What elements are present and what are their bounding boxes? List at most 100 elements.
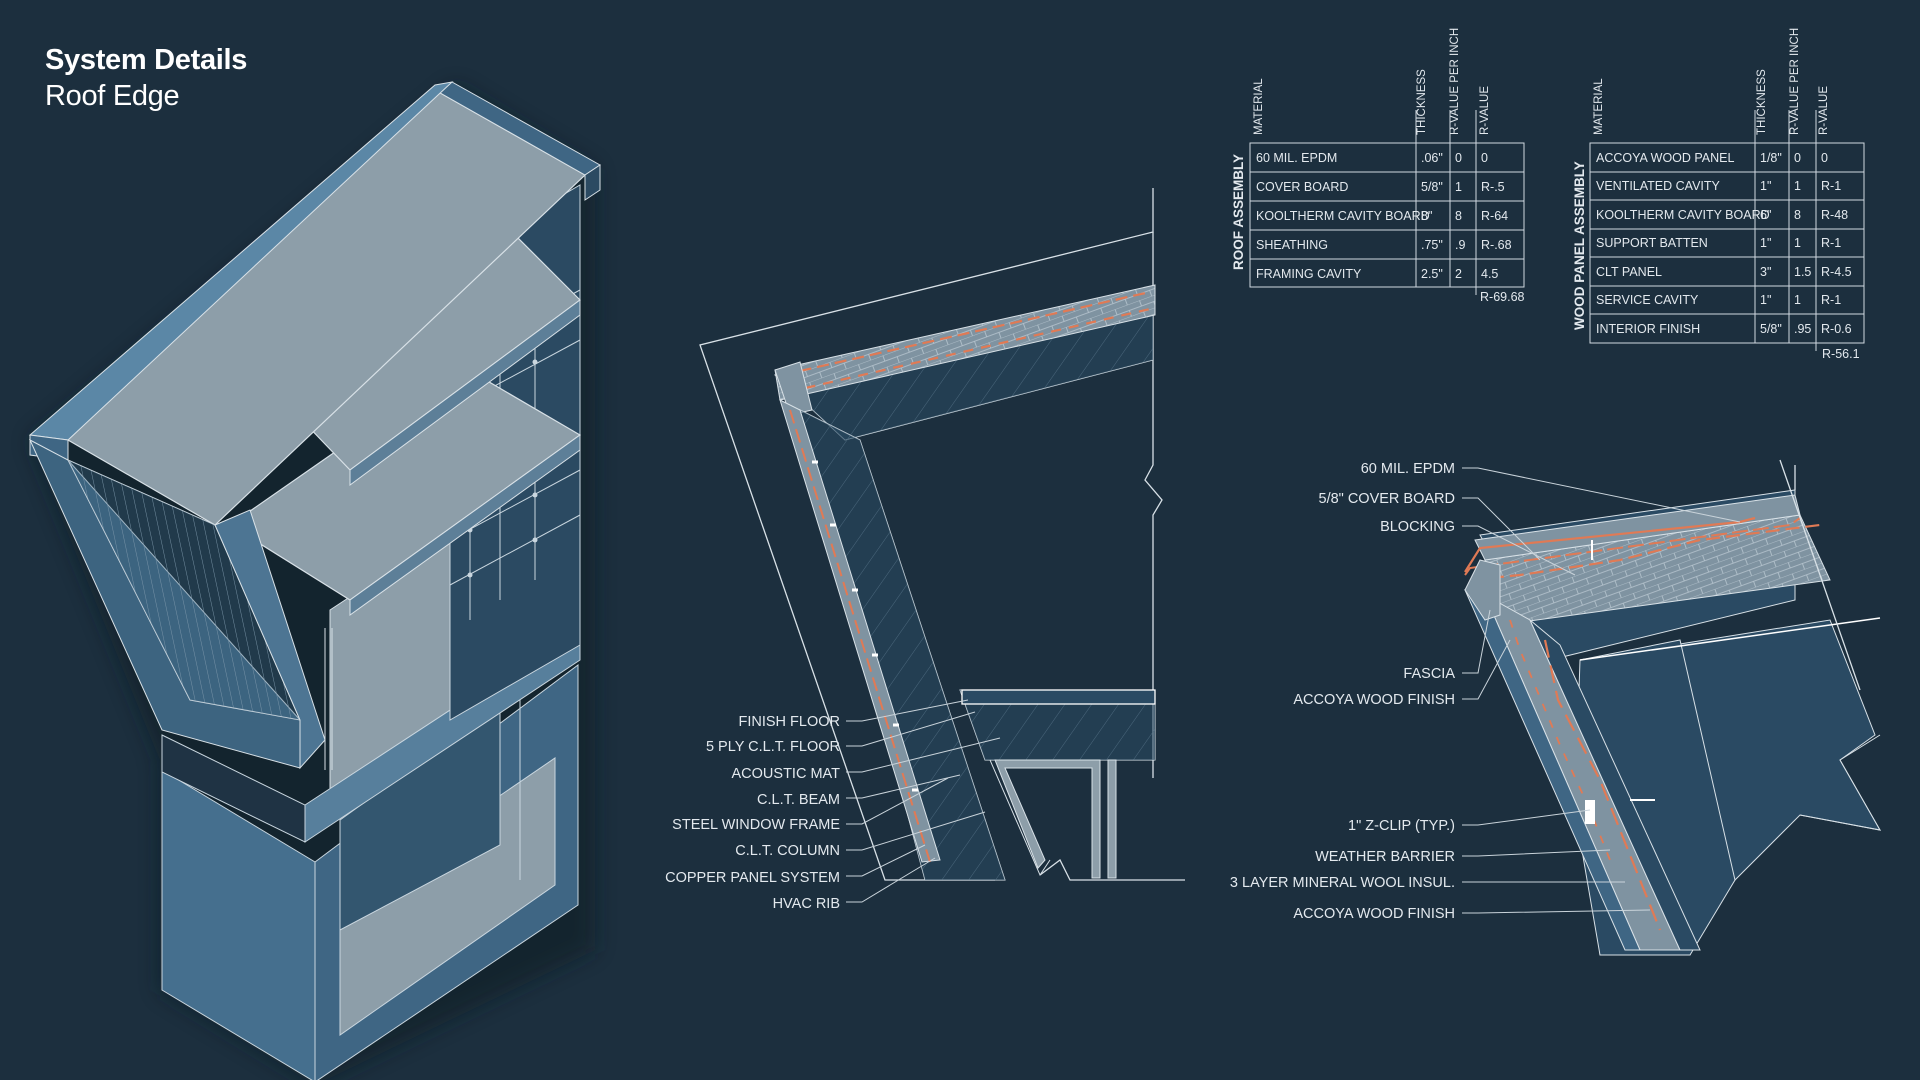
cell-material: 60 MIL. EPDM — [1256, 151, 1337, 165]
cell-rvalue: 0 — [1821, 151, 1828, 165]
detail-labels: 60 MIL. EPDM 5/8" COVER BOARD BLOCKING F… — [1230, 461, 1455, 922]
cell-rvalue: R-0.6 — [1821, 322, 1852, 336]
label-hvac-rib: HVAC RIB — [773, 896, 840, 912]
label-copper-panel: COPPER PANEL SYSTEM — [665, 870, 840, 886]
label-epdm: 60 MIL. EPDM — [1361, 461, 1455, 477]
table-row: FRAMING CAVITY 2.5" 2 4.5 — [1256, 267, 1498, 281]
cell-thickness: 5/8" — [1421, 180, 1443, 194]
cell-rpi: .9 — [1455, 238, 1465, 252]
model-base-front — [161, 769, 316, 1080]
cell-rvalue: R-4.5 — [1821, 265, 1852, 279]
table-title: WOOD PANEL ASSEMBLY — [1572, 161, 1587, 330]
cell-rpi: 8 — [1794, 208, 1801, 222]
cell-material: KOOLTHERM CAVITY BOARD — [1256, 209, 1430, 223]
col-header-thickness: THICKNESS — [1756, 69, 1768, 135]
cell-rvalue: 0 — [1481, 151, 1488, 165]
label-blocking: BLOCKING — [1380, 519, 1455, 535]
title-block: System Details Roof Edge — [45, 42, 247, 114]
table-row: SHEATHING .75" .9 R-.68 — [1256, 238, 1512, 252]
cell-rpi: 1 — [1794, 179, 1801, 193]
label-clt-beam: C.L.T. BEAM — [757, 792, 840, 808]
col-header-thickness: THICKNESS — [1416, 69, 1428, 135]
cell-rvalue: R-64 — [1481, 209, 1508, 223]
cell-rvalue: R-.68 — [1481, 238, 1512, 252]
col-header-rpi: R-VALUE PER INCH — [1789, 28, 1801, 135]
cell-rpi: 1.5 — [1794, 265, 1811, 279]
roof-edge-detail — [1464, 459, 1881, 956]
col-header-material: MATERIAL — [1253, 78, 1265, 135]
table-row: INTERIOR FINISH 5/8" .95 R-0.6 — [1596, 322, 1852, 336]
table-total: R-56.1 — [1822, 347, 1860, 361]
table-row: KOOLTHERM CAVITY BOARD 6" 8 R-48 — [1596, 208, 1848, 222]
label-accoya-finish-bottom: ACCOYA WOOD FINISH — [1293, 906, 1455, 922]
cell-material: COVER BOARD — [1256, 180, 1348, 194]
detail-leaders — [1462, 467, 1741, 914]
table-title: ROOF ASSEMBLY — [1231, 154, 1246, 270]
cell-rpi: 2 — [1455, 267, 1462, 281]
page-subtitle: Roof Edge — [45, 80, 180, 112]
label-z-clip: 1" Z-CLIP (TYP.) — [1348, 818, 1455, 834]
label-fascia: FASCIA — [1403, 666, 1455, 682]
cell-material: KOOLTHERM CAVITY BOARD — [1596, 208, 1770, 222]
isometric-model — [28, 81, 601, 1080]
table-row: SUPPORT BATTEN 1" 1 R-1 — [1596, 236, 1841, 250]
cell-material: SHEATHING — [1256, 238, 1328, 252]
label-finish-floor: FINISH FLOOR — [738, 714, 840, 730]
table-row: ACCOYA WOOD PANEL 1/8" 0 0 — [1596, 151, 1828, 165]
cell-rpi: 8 — [1455, 209, 1462, 223]
cell-material: SUPPORT BATTEN — [1596, 236, 1708, 250]
cell-material: ACCOYA WOOD PANEL — [1596, 151, 1735, 165]
col-header-rpi: R-VALUE PER INCH — [1449, 28, 1461, 135]
table-row: VENTILATED CAVITY 1" 1 R-1 — [1596, 179, 1841, 193]
cell-rpi: 0 — [1455, 151, 1462, 165]
cell-thickness: 1/8" — [1760, 151, 1782, 165]
cell-rpi: 1 — [1455, 180, 1462, 194]
table-row: COVER BOARD 5/8" 1 R-.5 — [1256, 180, 1505, 194]
section-leaders — [846, 699, 1001, 903]
table-row: 60 MIL. EPDM .06" 0 0 — [1256, 151, 1488, 165]
cell-rpi: 1 — [1794, 293, 1801, 307]
section-labels: FINISH FLOOR 5 PLY C.L.T. FLOOR ACOUSTIC… — [665, 714, 840, 912]
cell-material: VENTILATED CAVITY — [1596, 179, 1721, 193]
col-header-material: MATERIAL — [1593, 78, 1605, 135]
label-clt-floor: 5 PLY C.L.T. FLOOR — [706, 739, 840, 755]
section-detail — [699, 188, 1185, 881]
cell-rvalue: R-1 — [1821, 179, 1841, 193]
label-clt-column: C.L.T. COLUMN — [735, 843, 840, 859]
label-steel-window-frame: STEEL WINDOW FRAME — [672, 817, 840, 833]
cell-thickness: 6" — [1760, 208, 1771, 222]
table-total: R-69.68 — [1480, 290, 1525, 304]
cell-rvalue: R-48 — [1821, 208, 1848, 222]
cell-rvalue: R-.5 — [1481, 180, 1505, 194]
cell-rvalue: R-1 — [1821, 236, 1841, 250]
cell-rvalue: 4.5 — [1481, 267, 1498, 281]
cell-thickness: 2.5" — [1421, 267, 1443, 281]
cell-rpi: 1 — [1794, 236, 1801, 250]
cell-thickness: 5/8" — [1760, 322, 1782, 336]
cell-thickness: 8" — [1421, 209, 1432, 223]
cell-material: CLT PANEL — [1596, 265, 1662, 279]
label-weather-barrier: WEATHER BARRIER — [1315, 849, 1455, 865]
cell-rpi: 0 — [1794, 151, 1801, 165]
cell-thickness: 3" — [1760, 265, 1771, 279]
label-mineral-wool: 3 LAYER MINERAL WOOL INSUL. — [1230, 875, 1455, 891]
col-header-rvalue: R-VALUE — [1818, 86, 1830, 135]
roof-assembly-table: ROOF ASSEMBLY MATERIAL THICKNESS R-VALUE… — [1231, 28, 1525, 304]
label-accoya-finish-top: ACCOYA WOOD FINISH — [1293, 692, 1455, 708]
cell-thickness: 1" — [1760, 236, 1771, 250]
wood-panel-assembly-table: WOOD PANEL ASSEMBLY MATERIAL THICKNESS R… — [1572, 28, 1865, 361]
col-header-rvalue: R-VALUE — [1479, 86, 1491, 135]
table-row: CLT PANEL 3" 1.5 R-4.5 — [1596, 265, 1852, 279]
cell-thickness: 1" — [1760, 179, 1771, 193]
cell-rvalue: R-1 — [1821, 293, 1841, 307]
table-row: SERVICE CAVITY 1" 1 R-1 — [1596, 293, 1841, 307]
cell-material: INTERIOR FINISH — [1596, 322, 1700, 336]
label-acoustic-mat: ACOUSTIC MAT — [732, 766, 841, 782]
page-title: System Details — [45, 44, 248, 76]
cell-thickness: .06" — [1421, 151, 1443, 165]
label-cover-board: 5/8" COVER BOARD — [1319, 491, 1456, 507]
cell-thickness: 1" — [1760, 293, 1771, 307]
cell-thickness: .75" — [1421, 238, 1443, 252]
cell-material: FRAMING CAVITY — [1256, 267, 1362, 281]
